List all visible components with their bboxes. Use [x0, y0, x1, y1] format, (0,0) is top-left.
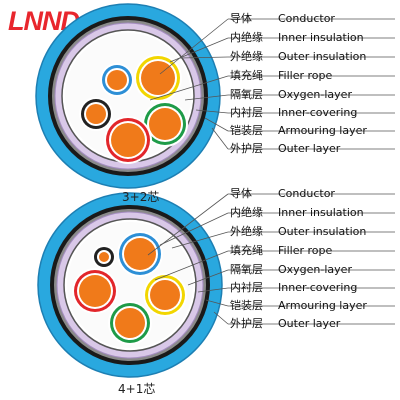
layer-label-en: Armouring layer: [278, 124, 367, 137]
layer-label-bottom-7: 外护层 Outer layer: [230, 315, 400, 331]
conductor: [86, 104, 106, 124]
layer-label-en: Inner-covering: [278, 281, 358, 294]
layer-label-zh: 外护层: [230, 317, 263, 330]
conductor: [124, 238, 156, 270]
layer-label-zh: 铠装层: [230, 124, 263, 137]
layer-label-zh: 内衬层: [230, 281, 263, 294]
leader-line: [147, 193, 229, 256]
layer-label-en: Outer layer: [278, 317, 341, 330]
layer-label-bottom-4: 隔氧层 Oxygen-layer: [230, 261, 400, 277]
layer-label-en: Inner-covering: [278, 106, 358, 119]
leader-line: [213, 311, 229, 325]
layer-label-top-4: 隔氧层 Oxygen-layer: [230, 86, 400, 102]
leader-line: [149, 75, 229, 101]
layer-label-top-1: 内绝缘 Inner insulation: [230, 29, 400, 45]
layer-label-top-6: 铠装层 Armouring layer: [230, 122, 400, 138]
layer-label-zh: 导体: [230, 187, 252, 200]
leader-line: [195, 109, 229, 114]
conductor: [149, 108, 181, 140]
conductor: [107, 70, 127, 90]
leader-line: [171, 231, 229, 249]
leader-line: [197, 287, 229, 293]
layer-label-top-3: 填充绳 Filler rope: [230, 67, 400, 83]
layer-label-zh: 内绝缘: [230, 206, 263, 219]
conductor: [99, 252, 109, 262]
layer-label-zh: 内衬层: [230, 106, 263, 119]
leader-line: [154, 250, 229, 281]
layer-label-en: Armouring layer: [278, 299, 367, 312]
conductor: [111, 123, 145, 157]
layer-label-zh: 导体: [230, 12, 252, 25]
layer-label-en: Conductor: [278, 12, 335, 25]
layer-label-bottom-5: 内衬层 Inner-covering: [230, 279, 400, 295]
layer-label-bottom-2: 外绝缘 Outer insulation: [230, 223, 400, 239]
leader-line: [159, 18, 229, 75]
layer-label-zh: 铠装层: [230, 299, 263, 312]
layer-label-zh: 外绝缘: [230, 50, 263, 63]
leader-line: [204, 117, 229, 132]
layer-label-en: Outer insulation: [278, 225, 367, 238]
layer-label-zh: 隔氧层: [230, 263, 263, 276]
layer-label-en: Filler rope: [278, 69, 333, 82]
leader-line: [184, 94, 229, 101]
layer-label-bottom-6: 铠装层 Armouring layer: [230, 297, 400, 313]
layer-label-top-2: 外绝缘 Outer insulation: [230, 48, 400, 64]
layer-label-zh: 外护层: [230, 142, 263, 155]
conductor: [150, 280, 180, 310]
layer-label-en: Inner insulation: [278, 31, 364, 44]
layer-label-zh: 填充绳: [230, 244, 263, 257]
layer-label-top-0: 导体 Conductor: [230, 10, 400, 26]
layer-label-en: Filler rope: [278, 244, 333, 257]
layer-label-bottom-1: 内绝缘 Inner insulation: [230, 204, 400, 220]
layer-label-zh: 内绝缘: [230, 31, 263, 44]
leader-line: [187, 269, 229, 286]
layer-label-en: Outer layer: [278, 142, 341, 155]
conductor: [115, 308, 145, 338]
leader-lines: [147, 18, 395, 325]
leader-line: [169, 37, 229, 63]
caption-4-1: 4+1芯: [118, 382, 156, 396]
leader-line: [159, 212, 229, 246]
leader-line: [211, 127, 229, 150]
layer-label-top-5: 内衬层 Inner-covering: [230, 104, 400, 120]
layer-label-top-7: 外护层 Outer layer: [230, 140, 400, 156]
layer-label-en: Oxygen-layer: [278, 88, 352, 101]
leader-line: [179, 56, 229, 59]
cable-cross-section-4-1: [37, 192, 223, 378]
cable-cross-section-3-2: [35, 3, 221, 189]
layer-label-bottom-0: 导体 Conductor: [230, 185, 400, 201]
layer-label-zh: 隔氧层: [230, 88, 263, 101]
layer-label-zh: 填充绳: [230, 69, 263, 82]
layer-label-en: Outer insulation: [278, 50, 367, 63]
caption-3-2: 3+2芯: [122, 190, 160, 204]
conductor: [79, 275, 111, 307]
layer-label-en: Inner insulation: [278, 206, 364, 219]
conductor: [141, 61, 175, 95]
layer-label-zh: 外绝缘: [230, 225, 263, 238]
layer-label-en: Oxygen-layer: [278, 263, 352, 276]
leader-line: [205, 299, 229, 307]
layer-label-en: Conductor: [278, 187, 335, 200]
layer-label-bottom-3: 填充绳 Filler rope: [230, 242, 400, 258]
